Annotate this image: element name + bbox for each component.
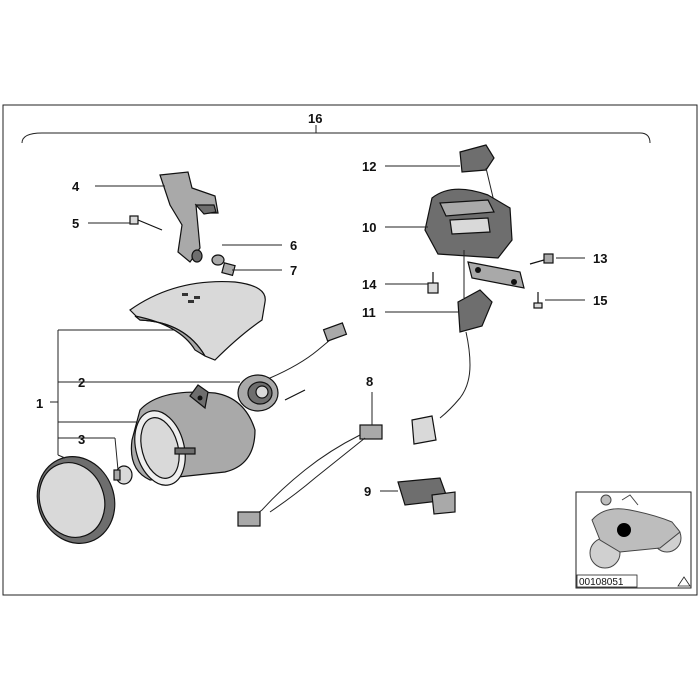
callout-6: 6: [290, 238, 297, 253]
callout-5: 5: [72, 216, 79, 231]
part-headlight-lens: [36, 456, 116, 544]
callout-16: 16: [308, 111, 322, 126]
part-visor: [129, 280, 266, 361]
callout-10: 10: [362, 220, 376, 235]
callout-14: 14: [362, 277, 377, 292]
kit-bracket-16: 16: [21, 111, 651, 144]
part-screw-15: [533, 292, 543, 309]
diagram-code: 00108051: [579, 577, 624, 588]
part-washer: [211, 254, 225, 266]
part-switch-housing: [424, 188, 513, 259]
callout-13: 13: [593, 251, 607, 266]
callout-11: 11: [362, 305, 376, 320]
part-bulb: [113, 465, 133, 485]
part-wiring-harness: [237, 424, 383, 527]
part-housing: [130, 384, 256, 486]
motorcycle-icon: [589, 494, 682, 569]
diagram-frame: [2, 104, 698, 596]
part-clamp-plate: [467, 261, 525, 289]
part-switch-connector: [411, 289, 493, 445]
triangle-icon: [677, 576, 691, 587]
inset-thumbnail: 00108051: [575, 491, 692, 589]
part-screw-13: [529, 253, 554, 265]
callout-1: 1: [36, 396, 43, 411]
callout-2: 2: [78, 375, 85, 390]
part-bracket: [159, 171, 219, 263]
callout-4: 4: [72, 179, 80, 194]
callout-8: 8: [366, 374, 373, 389]
part-switch-cap: [459, 144, 495, 173]
group-bracket-1: [50, 329, 240, 471]
callout-3: 3: [78, 432, 85, 447]
callout-9: 9: [364, 484, 371, 499]
part-relay: [397, 477, 456, 515]
part-bolt: [129, 215, 163, 231]
part-screw-14: [427, 272, 439, 294]
callout-12: 12: [362, 159, 376, 174]
part-nut: [221, 262, 236, 277]
callout-15: 15: [593, 293, 607, 308]
part-ring-socket: [237, 322, 348, 412]
callout-7: 7: [290, 263, 297, 278]
